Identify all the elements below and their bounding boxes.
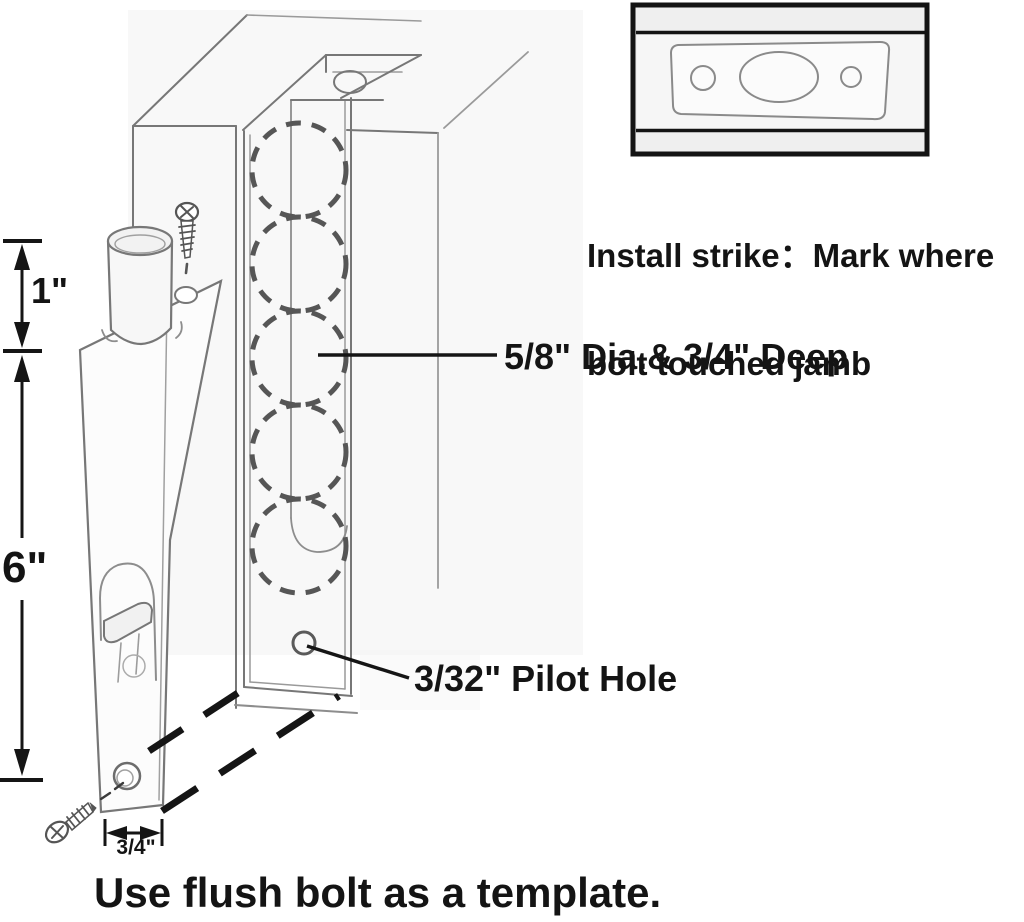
- strike-instruction-line2: bolt touched jamb: [587, 345, 872, 382]
- dim-label-34in: 3/4": [116, 836, 156, 859]
- rod-base-left: [101, 329, 118, 343]
- bolt-rod-rim: [114, 234, 166, 254]
- bottom-screw-shaft: [64, 801, 94, 832]
- arrow-left-icon: [106, 826, 127, 840]
- drill-hole-circle: [249, 402, 349, 502]
- door-edge-drawing: [132, 14, 529, 714]
- lever-stem-right: [135, 633, 140, 675]
- arrow-up-icon: [14, 244, 30, 270]
- template-instruction-label: Use flush bolt as a template.: [94, 869, 662, 916]
- strike-bolt-opening: [739, 51, 819, 103]
- strike-inset: [630, 2, 930, 157]
- flush-bolt-drawing: [78, 225, 223, 814]
- strike-instruction-label: Install strike：Mark where bolt touched j…: [587, 166, 994, 454]
- scan-shading-2: [360, 650, 480, 710]
- dim-label-6in: 6": [2, 543, 48, 592]
- lever-stem-left: [117, 642, 122, 683]
- strike-instruction-line1: Install strike：Mark where: [587, 237, 995, 274]
- bolt-rod-top: [106, 225, 174, 257]
- arrow-right-icon: [140, 826, 161, 840]
- drill-hole-circle: [249, 120, 349, 220]
- drill-hole-circle: [249, 308, 349, 408]
- top-screw: [174, 201, 200, 275]
- phillips-cross-icon: [180, 205, 194, 219]
- bottom-screw-hole: [112, 761, 142, 791]
- arrow-down-icon: [14, 749, 30, 776]
- bolt-rod-body: [106, 239, 174, 346]
- lever-slot-circle: [122, 654, 146, 678]
- top-screw-threads: [178, 224, 196, 252]
- door-top-left-edge: [132, 14, 248, 127]
- bottom-screw-leader-dashes: [99, 781, 125, 801]
- drill-hole-circle: [249, 214, 349, 314]
- arrow-down-icon: [14, 322, 30, 348]
- alignment-dash-lines: [147, 684, 341, 814]
- lever-recess: [98, 562, 157, 681]
- door-bottom-edge: [234, 704, 358, 714]
- door-back-top-edge: [246, 14, 422, 22]
- dimension-34in: [103, 819, 164, 846]
- dimension-1in: [3, 239, 42, 353]
- dim-label-1in: 1": [31, 270, 69, 311]
- top-screw-leader-dash: [184, 262, 189, 275]
- strike-screw-hole-right: [840, 66, 862, 88]
- mortise-bottom-inner: [249, 681, 346, 690]
- alignment-dash-upper: [147, 684, 249, 754]
- pilot-hole-circle: [291, 630, 317, 656]
- arrow-up-icon: [14, 355, 30, 382]
- strike-screw-hole-left: [690, 65, 716, 91]
- strike-plate: [669, 40, 891, 121]
- mortise-left-top-diagonal: [242, 54, 327, 131]
- hole-spec-label: 5/8" Dia.& 3/4" Deep: [504, 336, 849, 377]
- faceplate-edge-line: [158, 303, 168, 801]
- leader-lines: [306, 353, 497, 680]
- right-face-top-edge: [346, 129, 439, 134]
- drill-hole-circle: [249, 496, 349, 596]
- phillips-cross-icon: [50, 825, 64, 839]
- bottom-screw: [44, 781, 125, 844]
- right-face-back-diagonal: [443, 51, 529, 129]
- lever-tab: [103, 601, 154, 644]
- bottom-screw-hole-inner: [116, 769, 134, 787]
- drill-hole-circles: [249, 120, 349, 596]
- dimension-6in: [0, 355, 43, 782]
- bottom-screw-threads: [66, 805, 90, 828]
- top-bolt-hole: [333, 70, 367, 94]
- rod-base-right: [175, 321, 183, 339]
- top-screw-hole: [174, 286, 198, 304]
- bottom-screw-tip: [89, 802, 97, 813]
- mortise-bottom-edge: [243, 686, 353, 697]
- alignment-dash-lower: [160, 693, 341, 814]
- pilot-hole-label: 3/32" Pilot Hole: [414, 658, 678, 699]
- leader-pilot-hole: [306, 644, 410, 680]
- shelf-right-diagonal: [340, 54, 422, 99]
